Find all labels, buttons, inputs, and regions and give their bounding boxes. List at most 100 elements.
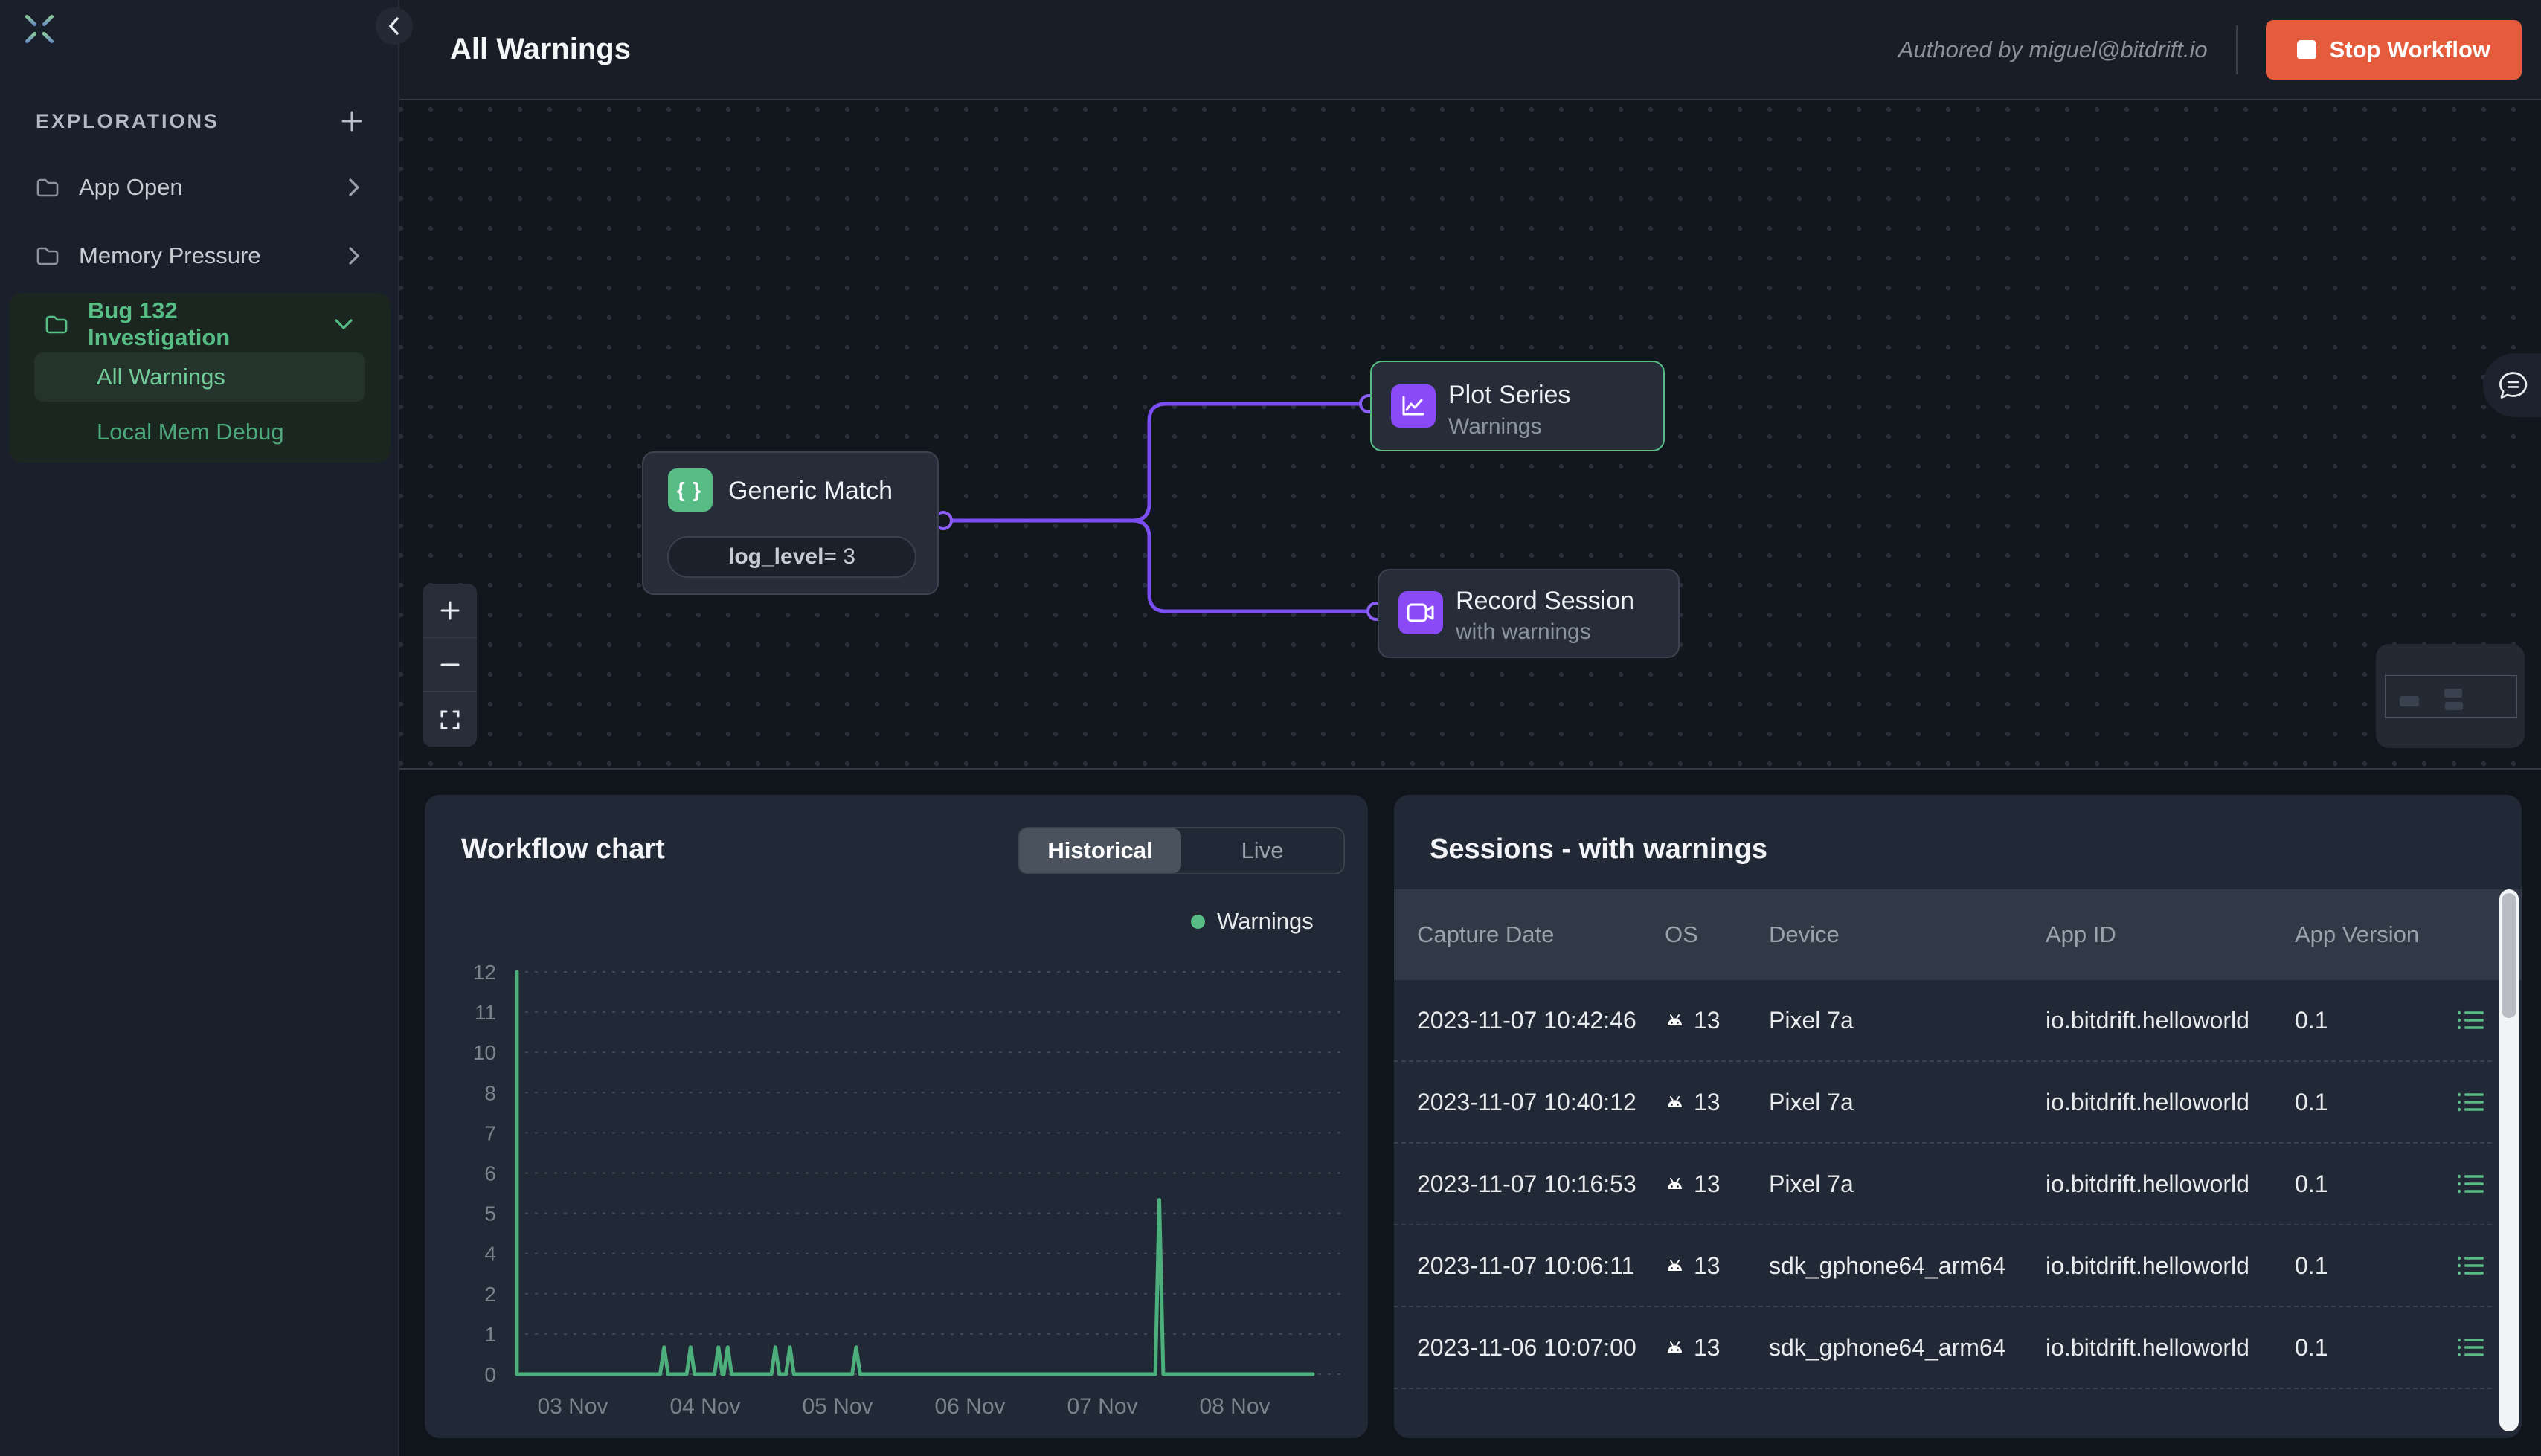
cell-os: 13 [1665,1225,1721,1306]
android-icon [1665,1175,1685,1193]
svg-text:07 Nov: 07 Nov [1067,1394,1137,1419]
stop-workflow-button[interactable]: Stop Workflow [2266,20,2522,80]
session-logs-button[interactable] [2456,980,2486,1060]
braces-icon: { } [668,468,713,512]
chart-legend: Warnings [1191,908,1314,935]
zoom-out-button[interactable] [423,638,477,692]
session-logs-icon [2456,1171,2486,1196]
session-logs-icon [2456,1335,2486,1360]
svg-text:04 Nov: 04 Nov [669,1394,740,1419]
minimap-node [2445,702,2463,710]
session-logs-button[interactable] [2456,1225,2486,1306]
sidebar-collapse-button[interactable] [376,7,413,45]
add-exploration-icon[interactable] [338,108,365,135]
column-app-version: App Version [2295,921,2419,948]
folder-icon [45,314,68,335]
fit-view-button[interactable] [423,692,477,747]
node-plot-series[interactable]: Plot Series Warnings [1370,361,1665,451]
cell-app-id: io.bitdrift.helloworld [2046,980,2249,1060]
warnings-line-chart: 1211108765421003 Nov04 Nov05 Nov06 Nov07… [425,951,1368,1438]
svg-text:6: 6 [484,1162,496,1185]
session-logs-icon [2456,1008,2486,1033]
sidebar-item-app-open[interactable]: App Open [18,163,380,212]
sidebar-subitem-local-mem-debug[interactable]: Local Mem Debug [34,408,365,457]
sessions-scrollbar-thumb[interactable] [2502,893,2516,1018]
android-icon [1665,1257,1685,1275]
cell-app-id: io.bitdrift.helloworld [2046,1144,2249,1224]
sessions-table-header: Capture Date OS Device App ID App Versio… [1394,889,2522,980]
sidebar-subitem-label: Local Mem Debug [97,419,284,445]
match-condition-pill: log_level = 3 [667,536,916,578]
column-device: Device [1769,921,1840,948]
cell-app-version: 0.1 [2295,980,2328,1060]
legend-dot-icon [1191,915,1205,929]
chevron-left-icon [387,16,402,36]
tab-live[interactable]: Live [1181,828,1343,873]
svg-text:06 Nov: 06 Nov [934,1394,1005,1419]
workflow-canvas[interactable]: { } Generic Match log_level = 3 Plot Ser… [399,100,2541,770]
session-row[interactable]: 2023-11-06 10:07:0013sdk_gphone64_arm64i… [1394,1307,2492,1389]
feedback-chat-button[interactable] [2483,353,2541,417]
chevron-right-icon [346,175,362,199]
session-logs-button[interactable] [2456,1062,2486,1142]
cell-device: Pixel 7a [1769,1144,1854,1224]
explorations-label: EXPLORATIONS [36,110,219,133]
cell-app-version: 0.1 [2295,1062,2328,1142]
chevron-down-icon [333,317,355,332]
svg-text:08 Nov: 08 Nov [1199,1394,1270,1419]
session-logs-button[interactable] [2456,1307,2486,1388]
video-camera-icon [1398,591,1443,634]
session-row[interactable]: 2023-11-07 10:42:4613Pixel 7aio.bitdrift… [1394,980,2492,1062]
sidebar-item-label: Bug 132 Investigation [88,297,313,351]
folder-icon [36,177,60,198]
session-row[interactable]: 2023-11-07 10:06:1113sdk_gphone64_arm64i… [1394,1225,2492,1307]
node-generic-match[interactable]: { } Generic Match log_level = 3 [642,451,939,595]
sessions-scrollbar[interactable] [2499,889,2519,1431]
condition-value: = 3 [823,544,855,570]
cell-device: Pixel 7a [1769,980,1854,1060]
svg-text:0: 0 [484,1363,496,1386]
cell-app-version: 0.1 [2295,1307,2328,1388]
cell-capture-date: 2023-11-07 10:06:11 [1417,1225,1634,1306]
node-title: Plot Series [1448,381,1570,410]
sidebar-item-memory-pressure[interactable]: Memory Pressure [18,231,380,280]
sidebar: EXPLORATIONS App Open Memory Pressure [0,0,399,1456]
legend-label: Warnings [1217,908,1314,935]
session-row[interactable]: 2023-11-07 10:16:5313Pixel 7aio.bitdrift… [1394,1144,2492,1225]
stop-workflow-label: Stop Workflow [2330,36,2490,63]
bitdrift-logo-icon [21,10,58,48]
stop-icon [2297,40,2316,59]
node-record-session[interactable]: Record Session with warnings [1378,569,1680,658]
node-title: Generic Match [728,477,893,506]
sidebar-subitem-all-warnings[interactable]: All Warnings [34,352,365,402]
sidebar-item-bug-132-investigation[interactable]: Bug 132 Investigation [18,297,382,351]
svg-text:1: 1 [484,1323,496,1346]
svg-text:10: 10 [473,1041,496,1064]
chat-bubble-icon [2495,368,2529,402]
cell-app-version: 0.1 [2295,1144,2328,1224]
android-icon [1665,1339,1685,1356]
workflow-chart-panel: Workflow chart Historical Live Warnings … [425,795,1368,1438]
cell-capture-date: 2023-11-07 10:40:12 [1417,1062,1636,1142]
sidebar-subitem-label: All Warnings [97,364,225,390]
cell-capture-date: 2023-11-07 10:16:53 [1417,1144,1636,1224]
sessions-panel: Sessions - with warnings Capture Date OS… [1394,795,2522,1438]
explorations-header: EXPLORATIONS [36,103,365,140]
chart-panel-title: Workflow chart [461,834,665,866]
session-row[interactable]: 2023-11-07 10:40:1213Pixel 7aio.bitdrift… [1394,1062,2492,1144]
folder-icon [36,245,60,266]
zoom-in-button[interactable] [423,584,477,638]
cell-device: sdk_gphone64_arm64 [1769,1307,2005,1388]
svg-text:12: 12 [473,961,496,984]
minimap-node [2400,696,2419,706]
session-logs-button[interactable] [2456,1144,2486,1224]
topbar-divider [2236,25,2238,74]
column-os: OS [1665,921,1698,948]
canvas-minimap[interactable] [2376,644,2525,748]
tab-historical[interactable]: Historical [1019,828,1181,873]
minimap-node [2444,689,2462,698]
android-icon [1665,1093,1685,1111]
cell-app-id: io.bitdrift.helloworld [2046,1307,2249,1388]
sidebar-item-label: App Open [79,174,327,201]
topbar: All Warnings Authored by miguel@bitdrift… [399,0,2541,100]
